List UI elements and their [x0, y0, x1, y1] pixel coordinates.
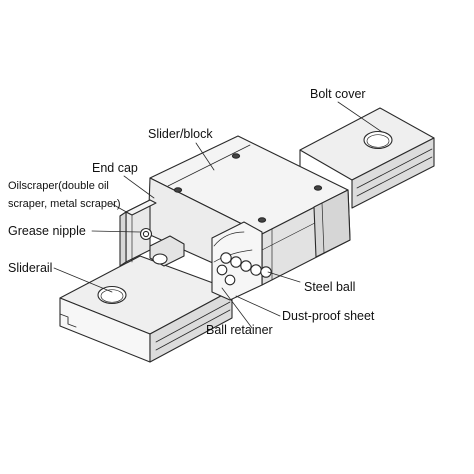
label-end-cap: End cap — [92, 161, 138, 175]
label-sliderail: Sliderail — [8, 261, 53, 275]
rail-bolt-hole — [97, 285, 127, 305]
label-grease-nipple: Grease nipple — [8, 224, 86, 238]
label-steel-ball: Steel ball — [304, 280, 356, 294]
label-oil-scraper-line1: Oilscraper(double oil — [8, 180, 109, 192]
steel-balls — [216, 252, 272, 286]
end-cap — [119, 199, 157, 267]
label-bolt-cover: Bolt cover — [310, 87, 366, 101]
rail-left-segment — [59, 255, 233, 363]
bolt-cover — [363, 130, 393, 150]
label-oil-scraper-line2: scraper, metal scraper) — [8, 198, 121, 210]
grease-nipple — [139, 227, 185, 267]
label-slider-block: Slider/block — [148, 127, 213, 141]
leader-lines — [53, 101, 383, 329]
label-ball-retainer: Ball retainer — [206, 323, 273, 337]
label-dust-proof-sheet: Dust-proof sheet — [282, 309, 375, 323]
